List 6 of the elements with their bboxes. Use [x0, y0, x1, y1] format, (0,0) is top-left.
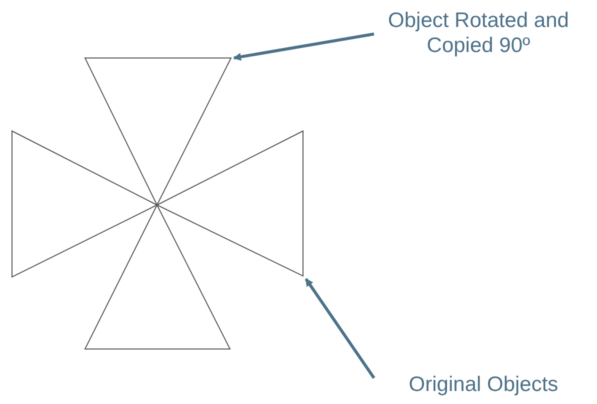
callout-label: Object Rotated and Copied 90º [376, 8, 581, 58]
triangle-shape [85, 58, 231, 205]
leader-arrow [304, 278, 376, 379]
leader-arrow [233, 32, 374, 61]
triangle-shape [157, 131, 303, 276]
callout-label: Original Objects [376, 372, 591, 397]
